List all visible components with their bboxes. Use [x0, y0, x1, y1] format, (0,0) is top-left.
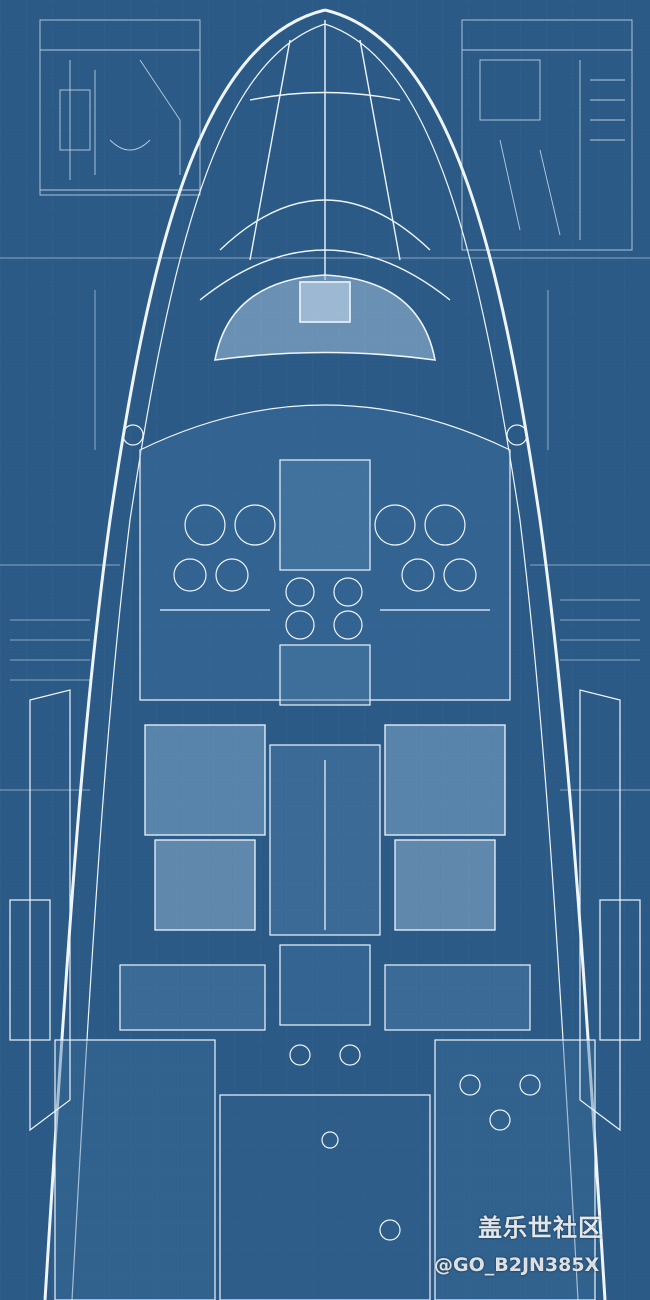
pilot-seats [144, 724, 506, 931]
side-consoles [54, 964, 596, 1300]
side-annotations [0, 257, 650, 791]
center-console [269, 744, 381, 1066]
fuselage-outline [43, 8, 607, 1300]
canopy-frame [199, 20, 451, 301]
lower-hull-panels [9, 689, 641, 1132]
detail-drawing-top-left [39, 19, 201, 196]
watermark-handle: @GO_B2JN385X [434, 1254, 600, 1276]
instrument-panel [139, 404, 511, 706]
watermark-title: 盖乐世社区 [478, 1214, 603, 1242]
windshield [214, 274, 436, 361]
detail-drawing-top-right [461, 19, 633, 251]
cockpit-rivets [122, 424, 528, 446]
